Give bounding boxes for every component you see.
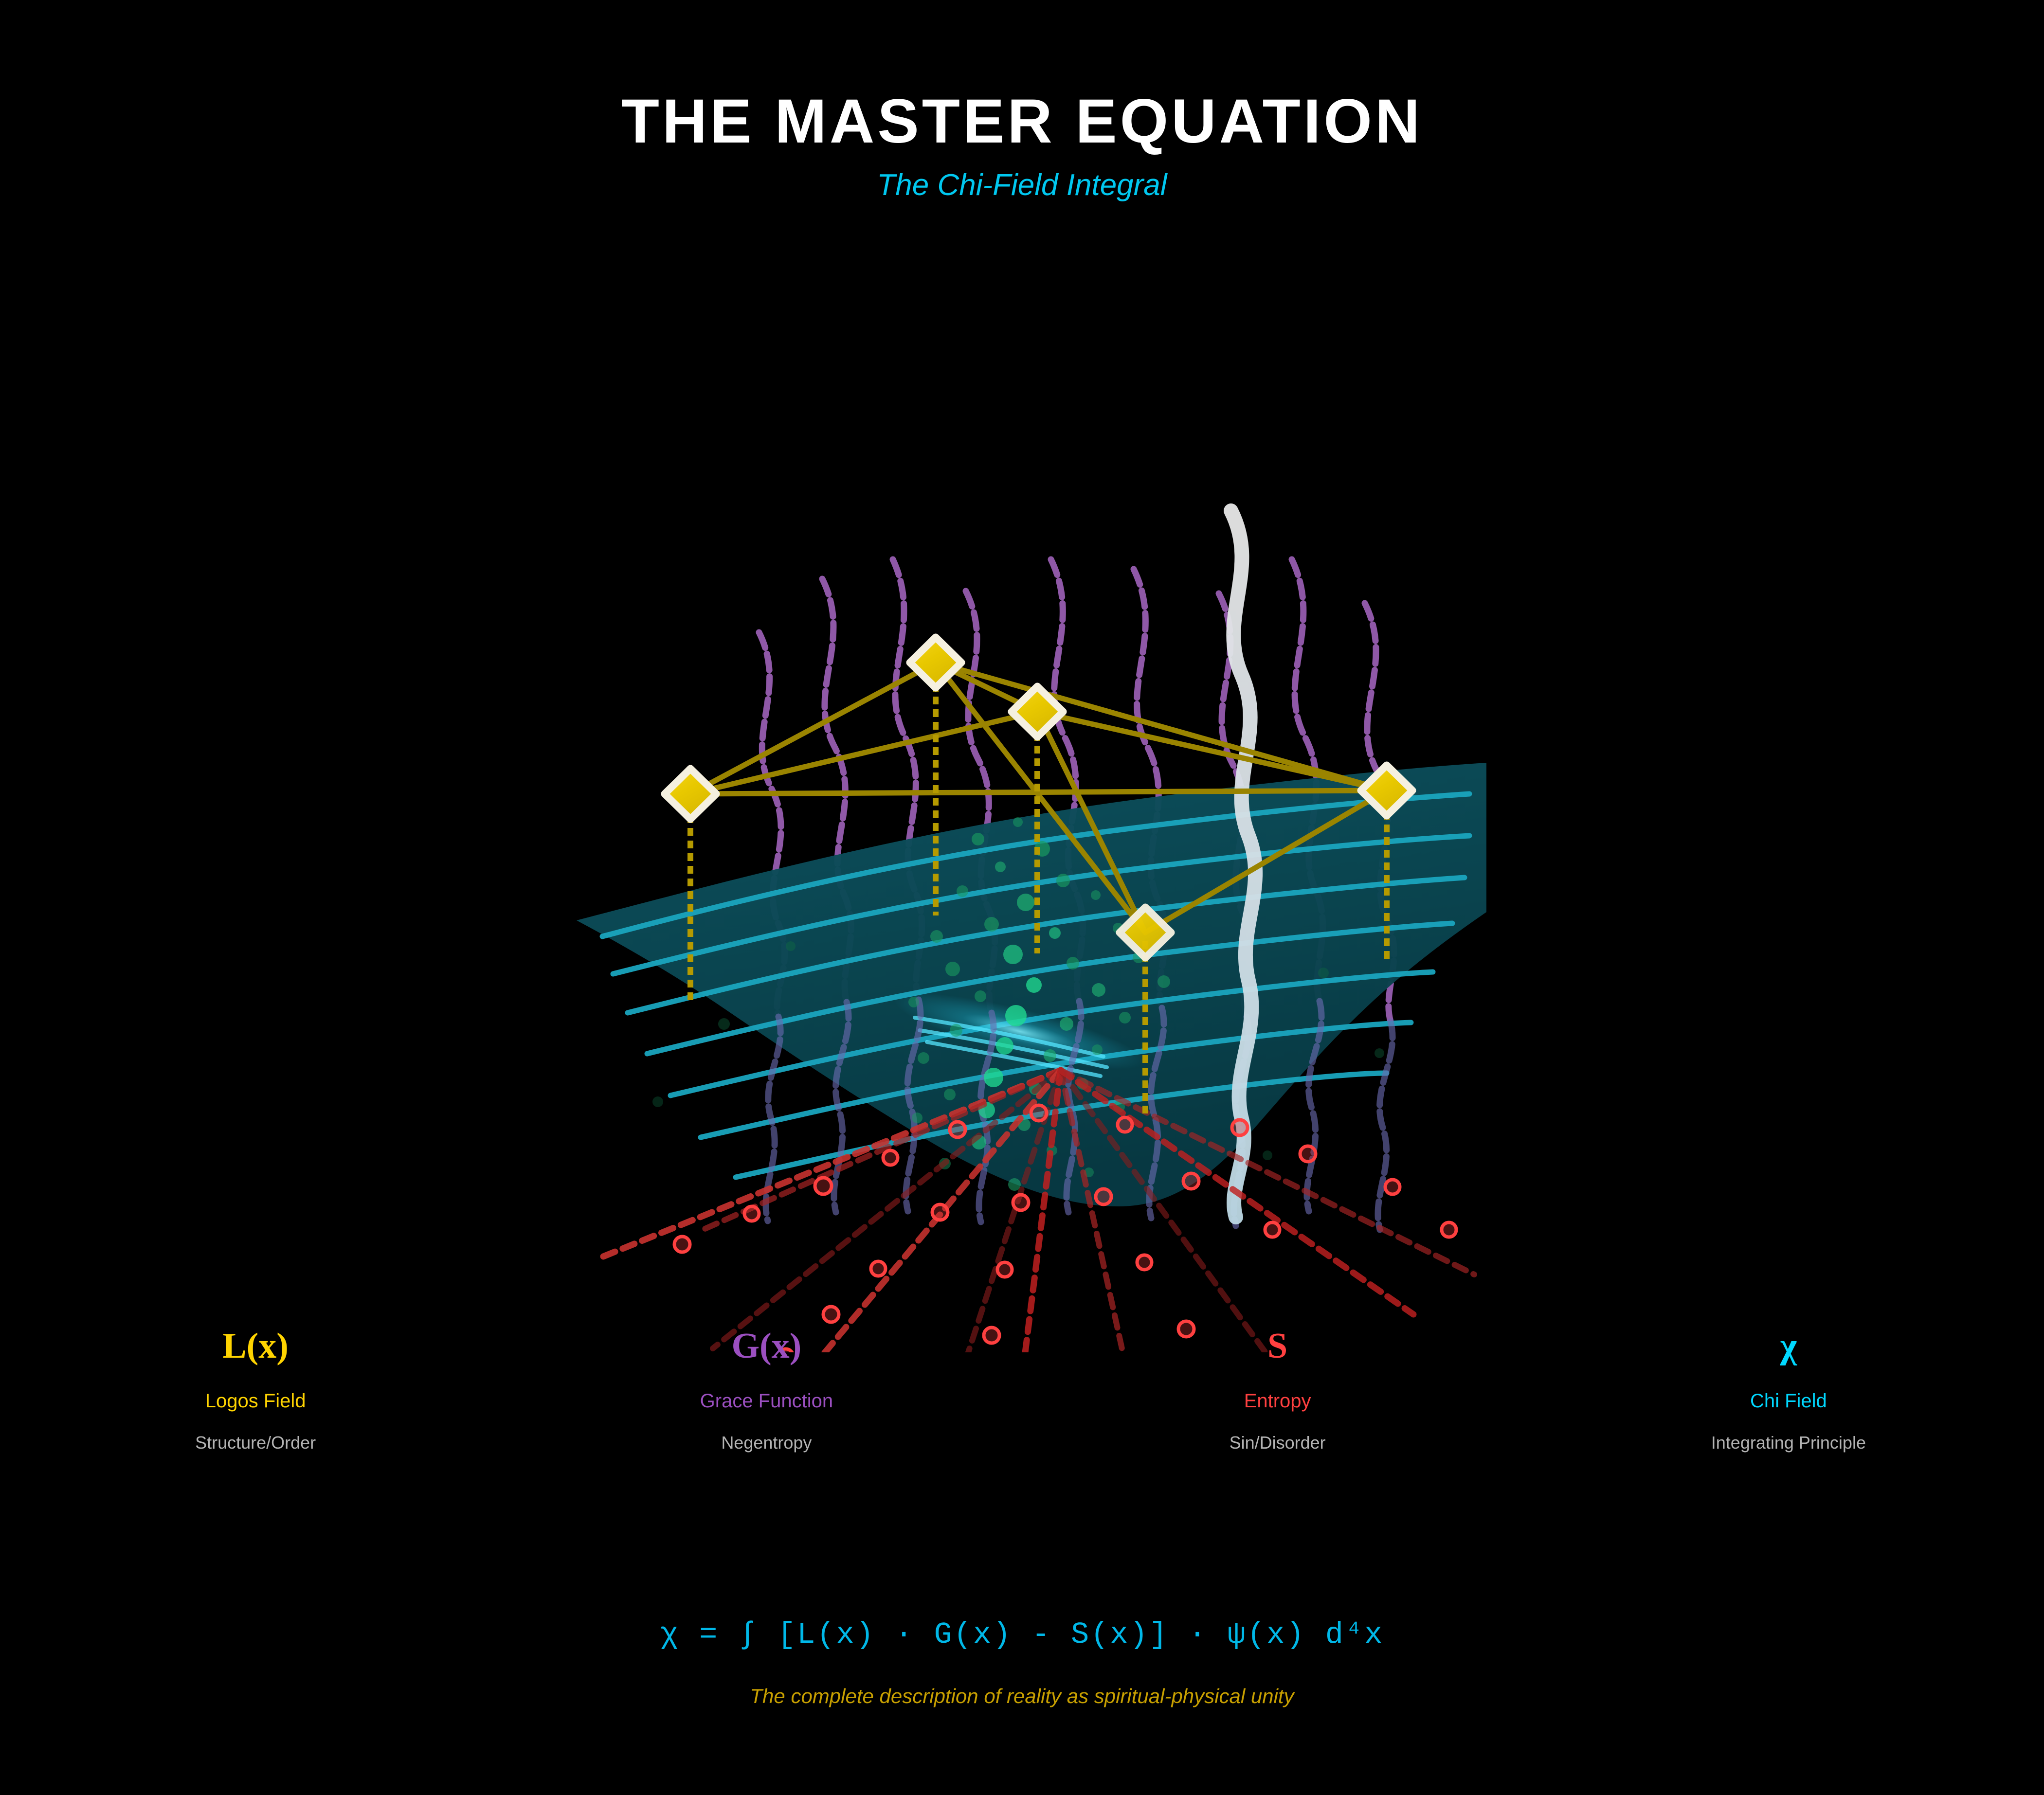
logos-field-nodes[interactable] <box>661 633 1416 962</box>
legend-symbol-grace: G(x) <box>731 1326 802 1366</box>
legend-symbol-logos: L(x) <box>222 1326 289 1366</box>
logos-node[interactable] <box>661 765 720 823</box>
legend-desc-grace: Negentropy <box>721 1433 812 1453</box>
entropy-ray-markers <box>672 1103 1458 1352</box>
master-equation-text: χ = ∫ [L(x) · G(x) - S(x)] · ψ(x) d⁴x <box>660 1617 1384 1652</box>
page-subtitle: The Chi-Field Integral <box>877 168 1167 202</box>
legend-desc-entropy: Sin/Disorder <box>1229 1433 1326 1453</box>
logos-node-stems <box>687 671 1390 1114</box>
logos-node[interactable] <box>1357 761 1416 820</box>
legend-item-logos: L(x) Logos Field Structure/Order <box>0 1328 511 1452</box>
grace-ribbons-lower <box>762 996 1396 1233</box>
legend-name-entropy: Entropy <box>1244 1390 1311 1412</box>
legend-item-entropy: S Entropy Sin/Disorder <box>1022 1328 1533 1452</box>
legend-desc-chi: Integrating Principle <box>1711 1433 1866 1453</box>
logos-node[interactable] <box>906 633 965 692</box>
page-header: THE MASTER EQUATION The Chi-Field Integr… <box>0 0 2044 200</box>
equation-footer: χ = ∫ [L(x) · G(x) - S(x)] · ψ(x) d⁴x Th… <box>0 1620 2044 1706</box>
logos-node-links <box>687 660 1390 935</box>
legend-symbol-entropy: S <box>1267 1326 1288 1366</box>
legend-desc-logos: Structure/Order <box>195 1433 316 1453</box>
field-legend: L(x) Logos Field Structure/Order G(x) Gr… <box>0 1328 2044 1452</box>
chi-field-visualization <box>0 399 2044 1352</box>
equation-caption: The complete description of reality as s… <box>750 1685 1294 1707</box>
entropy-rays <box>597 1067 1477 1352</box>
page-title: THE MASTER EQUATION <box>621 87 1423 156</box>
legend-item-grace: G(x) Grace Function Negentropy <box>511 1328 1022 1452</box>
legend-name-logos: Logos Field <box>205 1390 306 1412</box>
visualization-canvas <box>577 503 1486 1352</box>
logos-node[interactable] <box>1008 682 1067 741</box>
logos-node[interactable] <box>1116 903 1175 962</box>
legend-item-chi: χ Chi Field Integrating Principle <box>1533 1328 2044 1452</box>
legend-symbol-chi: χ <box>1780 1326 1797 1366</box>
legend-name-chi: Chi Field <box>1750 1390 1827 1412</box>
legend-name-grace: Grace Function <box>700 1390 833 1412</box>
